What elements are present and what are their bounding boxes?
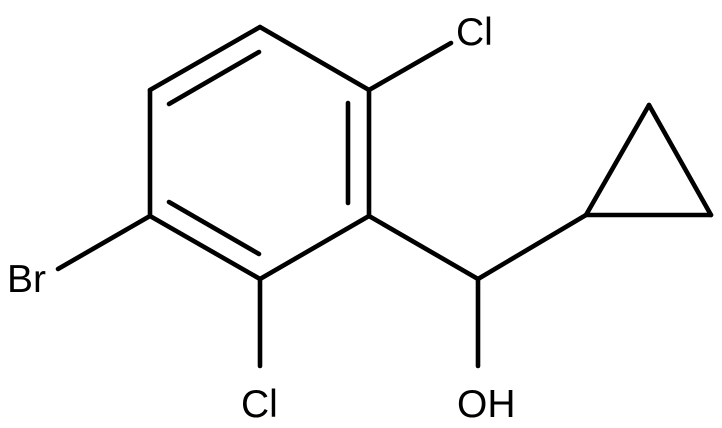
atom-label-cl-top: Cl: [456, 11, 493, 54]
bond-carbinol-cyclopropyl: [475, 212, 589, 282]
bond-c3-cl-top: [366, 40, 454, 93]
atom-label-br: Br: [7, 258, 46, 301]
cyclopropyl-bond-a: [583, 102, 652, 218]
ring-bond-c4-c5: [257, 213, 372, 282]
ring-bond-c2-c3: [257, 24, 372, 93]
ring-bond-c5-c6: [147, 213, 263, 282]
atom-label-cl-bottom: Cl: [241, 383, 278, 426]
atom-label-oh: OH: [457, 383, 516, 426]
bond-c6-br: [55, 213, 153, 272]
ring-double-bond-c1-c2-inner: [166, 49, 262, 107]
ring-double-bond-c5-c6-inner: [166, 199, 262, 257]
ring-bond-c1-c2: [147, 24, 263, 93]
cyclopropyl-bond-b: [646, 102, 714, 218]
bond-c4-carbinol: [366, 213, 481, 282]
